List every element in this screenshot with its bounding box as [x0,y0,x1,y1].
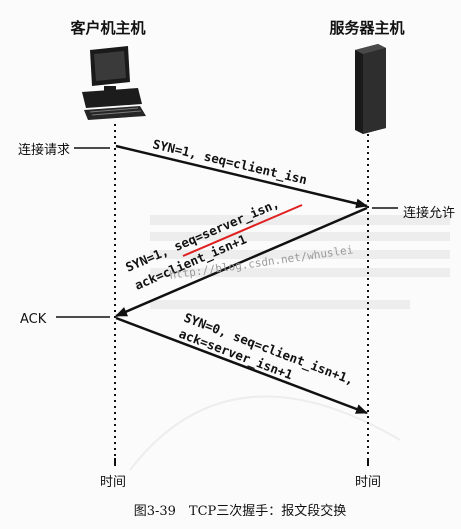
connect-request-label: 连接请求 [18,142,70,158]
connect-grant-label: 连接允许 [403,205,455,221]
syn-arrow [115,144,368,209]
client-host-title: 客户机主机 [69,19,145,37]
client-computer-icon [82,46,146,120]
client-time-label: 时间 [100,475,126,490]
server-time-label: 时间 [355,475,381,490]
ack-label: ACK [20,312,47,327]
syn-ack-arrow [115,206,368,318]
syn-message: SYN=1, seq=client_isn [151,136,308,188]
highlight-underline [182,204,303,257]
ack-arrow [115,316,368,415]
server-host-title: 服务器主机 [329,19,404,37]
server-tower-icon [355,44,386,134]
figure-caption: 图3-39 TCP三次握手：报文段交换 [134,503,347,519]
